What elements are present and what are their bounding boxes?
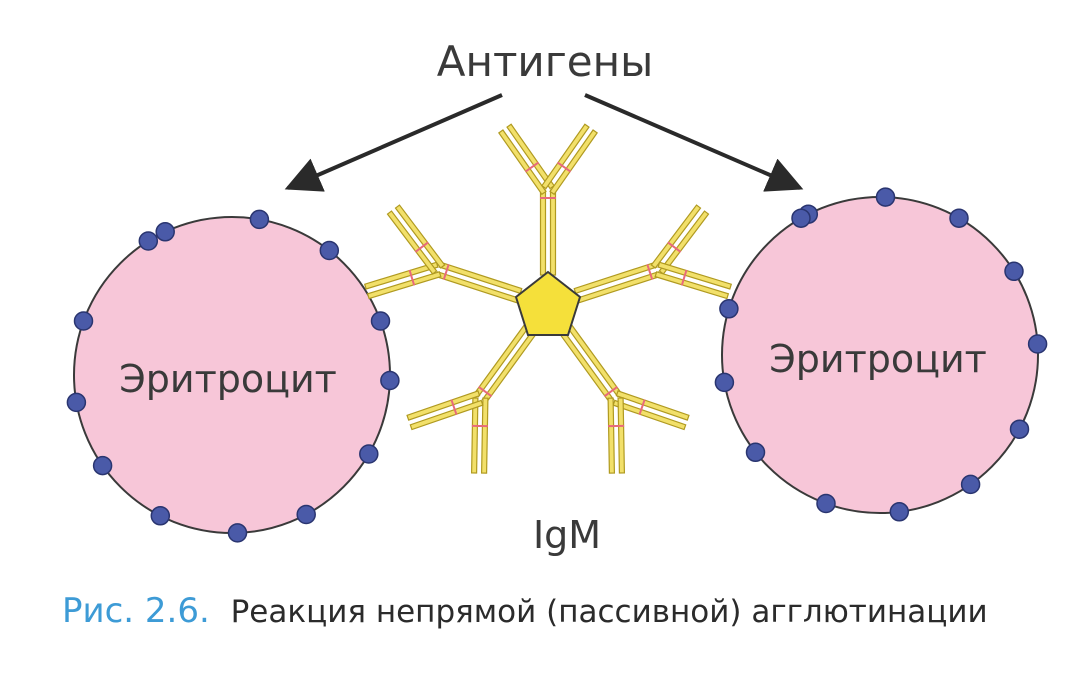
antigens-label: Антигены	[437, 37, 653, 86]
igm-chain-segment	[658, 210, 710, 275]
igm-label: IgM	[533, 513, 601, 557]
disulfide-bond	[556, 161, 572, 173]
disulfide-bond	[450, 399, 458, 416]
figure-number: Рис. 2.6.	[62, 591, 210, 631]
igm-chain-segment	[498, 129, 547, 196]
antigen-dot	[92, 455, 113, 476]
antigen-dot	[138, 231, 159, 251]
antigen-dot	[359, 444, 379, 464]
disulfide-bond	[414, 241, 429, 253]
figure-caption: Рис. 2.6. Реакция непрямой (пассивной) а…	[62, 591, 988, 631]
igm-chain-segment	[506, 123, 555, 190]
antigen-dot	[875, 187, 896, 207]
disulfide-bond	[638, 399, 646, 416]
antigen-dot	[296, 504, 316, 525]
igm-chain-segment	[366, 271, 442, 300]
igm-chain-segment	[615, 390, 690, 421]
igm-chain-segment	[363, 261, 439, 290]
antigen-dot	[227, 523, 248, 543]
igm-chain-segment	[549, 189, 557, 276]
igm-monomer-arm	[498, 123, 598, 276]
igm-chain-segment	[473, 324, 530, 398]
erythrocyte-right-label: Эритроцит	[769, 337, 987, 381]
antigen-dot	[1004, 261, 1024, 282]
igm-chain-segment	[539, 189, 547, 276]
igm-chain-segment	[607, 397, 616, 474]
antigen-dot	[719, 299, 739, 319]
erythrocyte-right: Эритроцит	[714, 187, 1048, 522]
figure-caption-text: Реакция непрямой (пассивной) агглютинаци…	[231, 594, 988, 630]
antigen-group-right	[714, 187, 1048, 522]
antigen-dot	[714, 372, 735, 393]
igm-chain-segment	[394, 204, 446, 269]
erythrocyte-left: Эритроцит	[66, 209, 400, 543]
igm-chain-segment	[406, 390, 481, 421]
igm-monomer-arm	[406, 324, 538, 474]
igm-chain-segment	[657, 261, 733, 290]
antigen-dot	[949, 208, 969, 228]
antigen-group-left	[66, 209, 400, 543]
disulfide-bond	[680, 269, 688, 286]
antigen-dot	[380, 370, 400, 391]
igm-chain-segment	[612, 399, 687, 431]
igm-chain-segment	[541, 123, 590, 190]
antigen-dot	[66, 392, 87, 413]
disulfide-bond	[442, 264, 450, 280]
antigen-dot	[150, 506, 171, 526]
igm-chain-segment	[617, 397, 626, 474]
igm-chain-segment	[549, 129, 598, 196]
antigen-dot	[73, 311, 94, 331]
igm-chain-segment	[480, 397, 489, 474]
disulfide-bond	[603, 386, 618, 398]
antigen-dot	[155, 222, 175, 242]
disulfide-bond	[667, 241, 682, 253]
igm-pentamer	[363, 123, 733, 474]
antigen-dot	[816, 493, 836, 514]
igm-j-chain-core	[514, 270, 582, 336]
disulfide-bond	[478, 386, 493, 398]
antigen-dot	[1009, 419, 1030, 439]
antigen-dot	[319, 240, 340, 261]
igm-monomer-arm	[573, 204, 733, 304]
igm-chain-segment	[654, 271, 730, 300]
disulfide-bond	[524, 161, 540, 173]
igm-chain-segment	[558, 329, 615, 404]
antigen-dot	[249, 209, 270, 230]
antigen-dot	[960, 474, 981, 495]
igm-chain-segment	[650, 204, 702, 269]
igm-chain-segment	[566, 324, 623, 398]
igm-chain-segment	[481, 329, 538, 404]
arrow-left	[284, 93, 503, 192]
antigen-dot	[791, 208, 811, 228]
igm-chain-segment	[470, 397, 479, 474]
igm-chain-segment	[386, 210, 438, 275]
igm-monomer-arm	[558, 324, 690, 474]
antigen-dot	[745, 442, 766, 463]
disulfide-bond	[646, 264, 654, 280]
erythrocyte-left-label: Эритроцит	[119, 357, 337, 401]
igm-monomer-arm	[363, 204, 523, 304]
arrow-right	[584, 93, 804, 192]
disulfide-bond	[408, 269, 416, 286]
antigen-dot	[1027, 334, 1048, 354]
antigen-dot	[370, 311, 391, 331]
antigen-dot	[889, 502, 910, 522]
igm-chain-segment	[409, 399, 484, 431]
